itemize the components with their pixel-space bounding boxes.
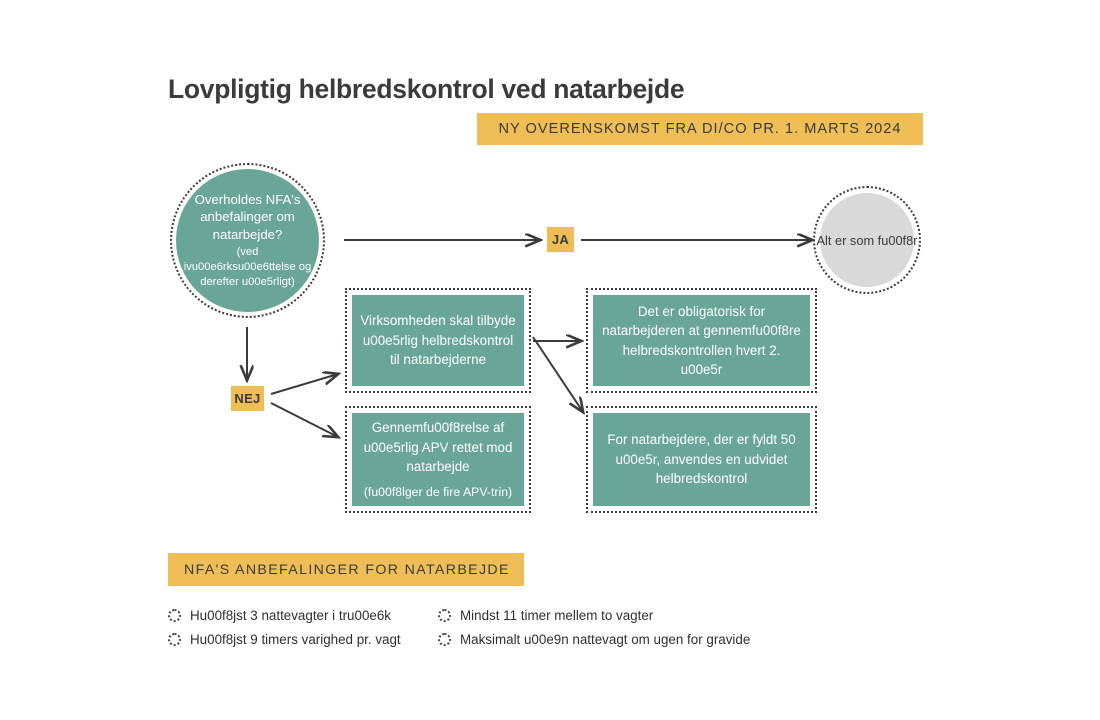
list-item: Maksimalt u00e9n nattevagt om ugen for g… — [438, 627, 888, 651]
list-item: Mindst 11 timer mellem to vagter — [438, 603, 888, 627]
list-item: Hu00f8jst 9 timers varighed pr. vagt — [168, 627, 438, 651]
list-item: Hu00f8jst 3 nattevagter i tru00e6k — [168, 603, 438, 627]
dotted-circle-bullet-icon — [438, 632, 451, 646]
arrow-nej-to-box-a — [270, 374, 338, 395]
list-item-label: Hu00f8jst 9 timers varighed pr. vagt — [190, 631, 401, 647]
list-item-label: Maksimalt u00e9n nattevagt om ugen for g… — [460, 631, 751, 647]
list-item-label: Mindst 11 timer mellem to vagter — [460, 607, 654, 623]
process-box-apv: Gennemfu00f8relse af u00e5rlig APV rette… — [345, 406, 531, 513]
page-title: Lovpligtig helbredskontrol ved natarbejd… — [168, 74, 685, 104]
dotted-circle-bullet-icon — [438, 608, 451, 622]
overenskomst-banner: NY OVERENSKOMST FRA DI/CO PR. 1. MARTS 2… — [477, 113, 923, 145]
decision-node-nfa-compliance: Overholdes NFA's anbefalinger om natarbe… — [170, 163, 325, 318]
end-node-alt-er-som-foer: Alt er som fu00f8r — [813, 186, 921, 294]
process-box-a-body: Virksomheden skal tilbyde u00e5rlig helb… — [352, 295, 524, 386]
process-box-b-body: Gennemfu00f8relse af u00e5rlig APV rette… — [352, 413, 524, 506]
banner-text: NY OVERENSKOMST FRA DI/CO PR. 1. MARTS 2… — [498, 121, 902, 137]
process-box-b-subtext: (fu00f8lger de fire APV-trin) — [363, 484, 513, 499]
process-box-a-text: Virksomheden skal tilbyde u00e5rlig helb… — [360, 313, 516, 368]
recommendations-heading-banner: NFA'S ANBEFALINGER FOR NATARBEJDE — [168, 553, 524, 586]
badge-ja: JA — [547, 227, 574, 252]
dotted-circle-bullet-icon — [168, 632, 181, 646]
recommendations-heading-text: NFA'S ANBEFALINGER FOR NATARBEJDE — [184, 561, 510, 578]
process-box-d-text: For natarbejdere, der er fyldt 50 u00e5r… — [607, 432, 796, 487]
badge-nej: NEJ — [231, 386, 264, 411]
process-box-extended-check-over-50: For natarbejdere, der er fyldt 50 u00e5r… — [586, 406, 817, 513]
recommendations-list: Hu00f8jst 3 nattevagter i tru00e6k Minds… — [168, 603, 888, 651]
decision-node-main-text: Overholdes NFA's anbefalinger om natarbe… — [194, 191, 301, 242]
process-box-c-text: Det er obligatorisk for natarbejderen at… — [602, 303, 801, 378]
process-box-annual-health-check-offer: Virksomheden skal tilbyde u00e5rlig helb… — [345, 288, 531, 393]
process-box-d-body: For natarbejdere, der er fyldt 50 u00e5r… — [593, 413, 810, 506]
dotted-circle-bullet-icon — [168, 608, 181, 622]
process-box-mandatory-every-2-years: Det er obligatorisk for natarbejderen at… — [586, 288, 817, 393]
arrow-nej-to-box-b — [270, 402, 338, 437]
end-node-body: Alt er som fu00f8r — [817, 193, 918, 287]
list-item-label: Hu00f8jst 3 nattevagter i tru00e6k — [190, 607, 391, 623]
process-box-b-text: Gennemfu00f8relse af u00e5rlig APV rette… — [363, 420, 513, 475]
end-node-label: Alt er som fu00f8r — [816, 232, 918, 248]
process-box-c-body: Det er obligatorisk for natarbejderen at… — [593, 295, 810, 386]
decision-node-body: Overholdes NFA's anbefalinger om natarbe… — [176, 169, 319, 312]
arrow-box-a-to-box-d — [532, 336, 583, 412]
decision-node-sub-text: (ved ivu00e6rksu00e6ttelse og derefter u… — [183, 246, 312, 289]
